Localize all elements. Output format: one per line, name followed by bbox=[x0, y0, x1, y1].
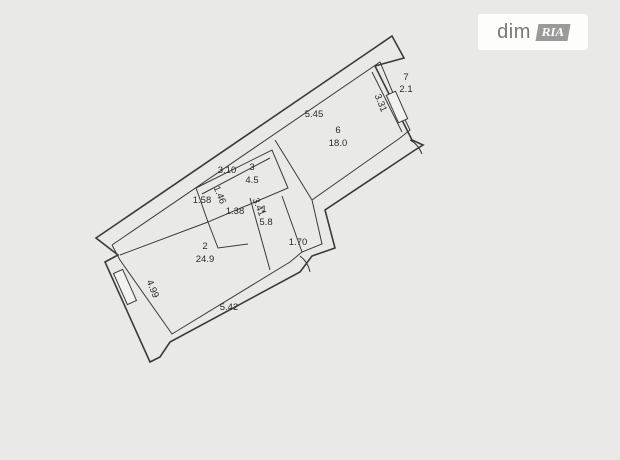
partition-room-3 bbox=[195, 149, 289, 223]
room-6-id: 6 bbox=[335, 125, 340, 136]
window-left bbox=[112, 268, 138, 306]
dim-5-42: 5.42 bbox=[220, 302, 239, 313]
dim-1-38: 1.38 bbox=[226, 206, 245, 217]
dim-1-58: 1.58 bbox=[193, 195, 212, 206]
door-balcony bbox=[409, 139, 423, 155]
dim-1-46: 1.46 bbox=[211, 184, 228, 205]
room-1-id: 1 bbox=[261, 204, 266, 215]
watermark-logo: dim RIA bbox=[478, 14, 588, 50]
room-2-area: 24.9 bbox=[196, 254, 215, 265]
partition-room-1 bbox=[249, 197, 271, 271]
room-3-id: 3 bbox=[249, 162, 254, 173]
dim-3-10: 3.10 bbox=[218, 165, 237, 176]
room-2-id: 2 bbox=[202, 241, 207, 252]
dim-4-99: 4.99 bbox=[144, 278, 161, 299]
partition-room-3-inner bbox=[201, 157, 271, 195]
outer-wall bbox=[94, 34, 425, 364]
dim-1-70: 1.70 bbox=[289, 237, 308, 248]
partition-room-1-right bbox=[281, 195, 303, 253]
partition-room-6 bbox=[274, 139, 313, 201]
partition-room-7 bbox=[371, 71, 403, 133]
door-entrance bbox=[299, 255, 311, 273]
room-7-id: 7 bbox=[403, 72, 408, 83]
room-7-area: 2.1 bbox=[399, 84, 412, 95]
partition-room-2-top bbox=[119, 221, 209, 256]
dim-5-45: 5.45 bbox=[305, 109, 324, 120]
room-1-area: 5.8 bbox=[259, 217, 272, 228]
room-3-area: 4.5 bbox=[245, 175, 258, 186]
watermark-text: dim bbox=[497, 20, 531, 43]
window-right bbox=[385, 90, 409, 124]
room-6-area: 18.0 bbox=[329, 138, 348, 149]
partition-corridor bbox=[207, 221, 249, 249]
